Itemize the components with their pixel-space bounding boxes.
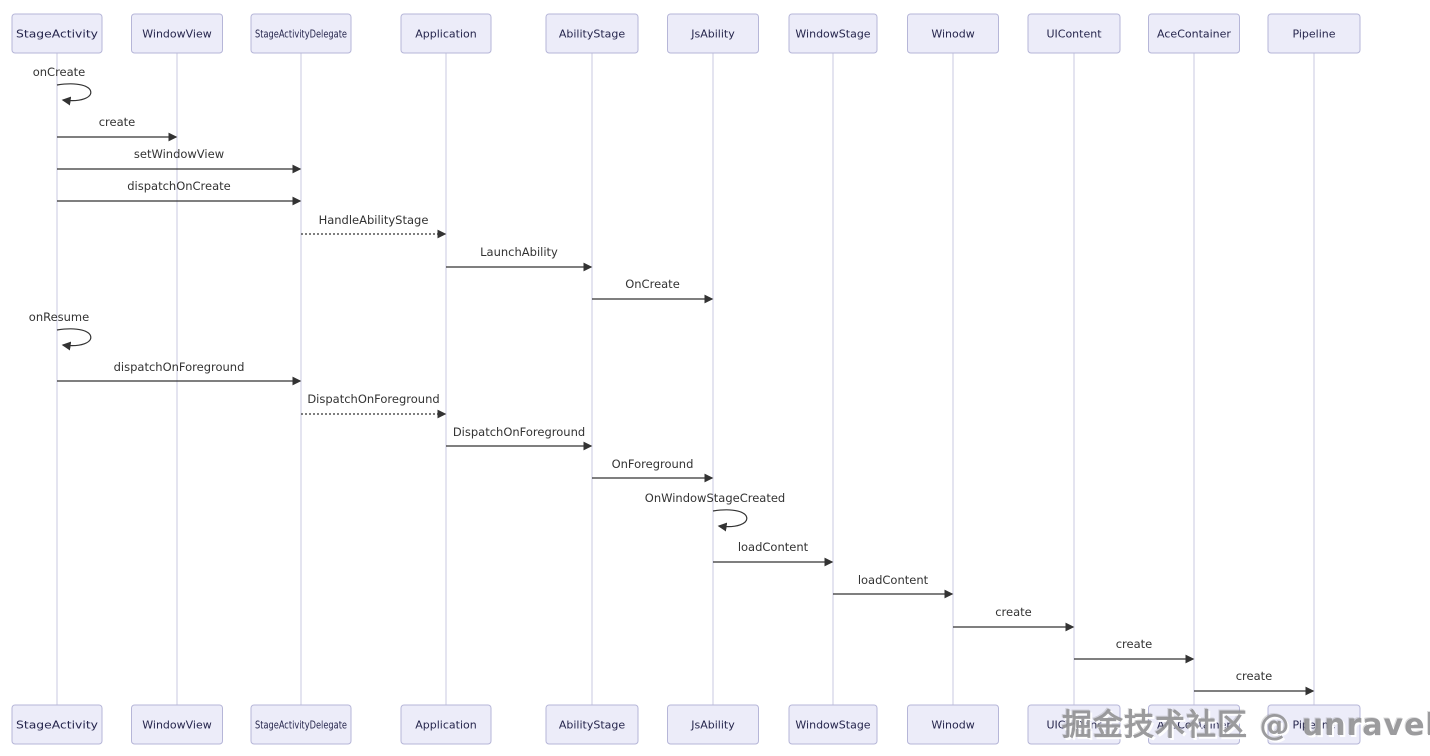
participant-box-StageActivity-bottom — [11, 704, 103, 745]
participant-label-WindowStage-top: WindowStage — [795, 28, 870, 41]
participant-label-JsAbility-bottom: JsAbility — [690, 719, 735, 732]
message-label-13: loadContent — [738, 540, 809, 554]
message-label-2: setWindowView — [134, 147, 224, 161]
lifelines-layer — [56, 53, 1315, 705]
participant-box-Pipeline-top — [1267, 13, 1361, 54]
message-label-15: create — [995, 605, 1032, 619]
participant-label-StageActivityDelegate-bottom: StageActivityDelegate — [255, 719, 347, 732]
messages-layer: onCreate create setWindowView dispatchOnCre… — [29, 65, 1315, 696]
participant-box-AbilityStage-top — [545, 13, 639, 54]
participant-label-Application-top: Application — [415, 28, 476, 41]
participant-label-StageActivity-bottom: StageActivity — [16, 719, 99, 732]
participant-box-AbilityStage-bottom — [545, 704, 639, 745]
participant-label-AceContainer-top: AceContainer — [1157, 28, 1231, 41]
participant-box-Winodw-top — [907, 13, 999, 54]
message-label-0: onCreate — [33, 65, 86, 79]
participant-box-StageActivity-top — [11, 13, 103, 54]
participant-box-UIContent-bottom — [1027, 704, 1121, 745]
participant-label-Pipeline-top: Pipeline — [1292, 28, 1335, 41]
participant-box-StageActivityDelegate-bottom — [250, 704, 352, 745]
message-label-6: OnCreate — [625, 277, 680, 291]
participant-box-Application-top — [400, 13, 492, 54]
participant-label-AbilityStage-bottom: AbilityStage — [559, 719, 626, 732]
participant-box-WindowStage-top — [788, 13, 878, 54]
participant-box-Pipeline-bottom — [1267, 704, 1361, 745]
message-label-14: loadContent — [858, 573, 929, 587]
participant-label-AceContainer-bottom: AceContainer — [1157, 719, 1231, 732]
participant-box-JsAbility-bottom — [667, 704, 759, 745]
message-label-8: dispatchOnForeground — [114, 360, 245, 374]
participant-box-AceContainer-top — [1148, 13, 1240, 54]
participant-label-Winodw-top: Winodw — [931, 28, 974, 41]
participant-box-UIContent-top — [1027, 13, 1121, 54]
message-label-3: dispatchOnCreate — [127, 179, 231, 193]
self-loop-onResume — [56, 328, 92, 351]
message-label-7: onResume — [29, 310, 89, 324]
message-label-12: OnWindowStageCreated — [645, 491, 785, 505]
participant-label-Winodw-bottom: Winodw — [931, 719, 974, 732]
participant-label-StageActivityDelegate-top: StageActivityDelegate — [255, 28, 347, 41]
participant-label-WindowView-bottom: WindowView — [142, 719, 211, 732]
participant-label-WindowView-top: WindowView — [142, 28, 211, 41]
message-label-1: create — [99, 115, 136, 129]
message-label-4: HandleAbilityStage — [319, 213, 429, 227]
participant-box-WindowStage-bottom — [788, 704, 878, 745]
self-loop-onCreate — [56, 83, 92, 106]
participant-label-UIContent-bottom: UIContent — [1046, 719, 1102, 732]
self-loop-OnWindowStageCreated — [712, 509, 748, 532]
message-label-9: DispatchOnForeground — [307, 392, 439, 406]
participant-label-Pipeline-bottom: Pipeline — [1292, 719, 1335, 732]
message-label-16: create — [1116, 637, 1153, 651]
participant-box-AceContainer-bottom — [1148, 704, 1240, 745]
message-label-11: OnForeground — [612, 457, 694, 471]
participant-label-Application-bottom: Application — [415, 719, 476, 732]
participant-label-StageActivity-top: StageActivity — [16, 28, 99, 41]
participant-box-Application-bottom — [400, 704, 492, 745]
message-label-10: DispatchOnForeground — [453, 425, 585, 439]
participant-box-WindowView-top — [131, 13, 223, 54]
participant-box-StageActivityDelegate-top — [250, 13, 352, 54]
message-label-17: create — [1236, 669, 1273, 683]
participant-box-Winodw-bottom — [907, 704, 999, 745]
participant-label-UIContent-top: UIContent — [1046, 28, 1102, 41]
participant-box-JsAbility-top — [667, 13, 759, 54]
participant-label-JsAbility-top: JsAbility — [690, 28, 735, 41]
participant-label-AbilityStage-top: AbilityStage — [559, 28, 626, 41]
message-label-5: LaunchAbility — [480, 245, 558, 259]
participant-label-WindowStage-bottom: WindowStage — [795, 719, 870, 732]
participant-box-WindowView-bottom — [131, 704, 223, 745]
